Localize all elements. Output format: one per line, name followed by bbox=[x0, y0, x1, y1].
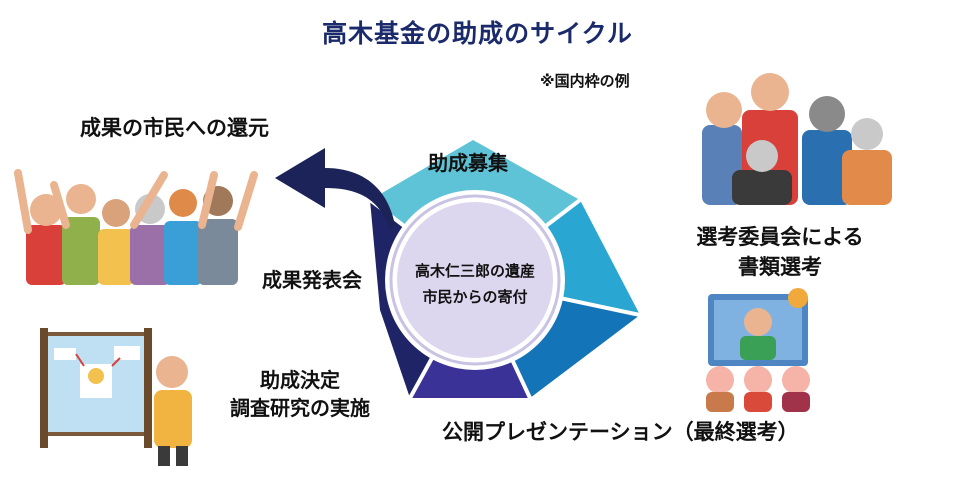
page-title: 高木基金の助成のサイクル bbox=[322, 19, 633, 48]
return-arrow bbox=[275, 148, 395, 230]
document-screening-label: 選考委員会による 書類選考 bbox=[640, 222, 920, 282]
center-circle bbox=[397, 202, 553, 358]
document-screening-line1: 選考委員会による bbox=[696, 225, 864, 249]
grant-decision-line2: 調査研究の実施 bbox=[230, 396, 370, 420]
grant-decision-label: 助成決定 調査研究の実施 bbox=[200, 366, 400, 422]
research-board-illustration bbox=[40, 328, 192, 466]
citizens-cheering-illustration bbox=[14, 169, 258, 285]
domestic-note: ※国内枠の例 bbox=[540, 72, 630, 90]
public-presentation-label: 公開プレゼンテーション（最終選考） bbox=[442, 420, 799, 444]
cycle-diagram: 助成募集 高木仁三郎の遺産 市民からの寄付 bbox=[368, 140, 641, 399]
document-screening-line2: 書類選考 bbox=[738, 255, 822, 279]
results-announcement-label: 成果発表会 bbox=[262, 268, 362, 292]
recruit-label: 助成募集 bbox=[428, 151, 509, 175]
return-to-citizens-label: 成果の市民への還元 bbox=[80, 116, 269, 140]
grant-decision-line1: 助成決定 bbox=[260, 368, 340, 392]
center-line1: 高木仁三郎の遺産 bbox=[415, 262, 535, 280]
presentation-illustration bbox=[706, 288, 810, 412]
committee-illustration bbox=[702, 73, 892, 205]
center-line2: 市民からの寄付 bbox=[422, 288, 527, 306]
